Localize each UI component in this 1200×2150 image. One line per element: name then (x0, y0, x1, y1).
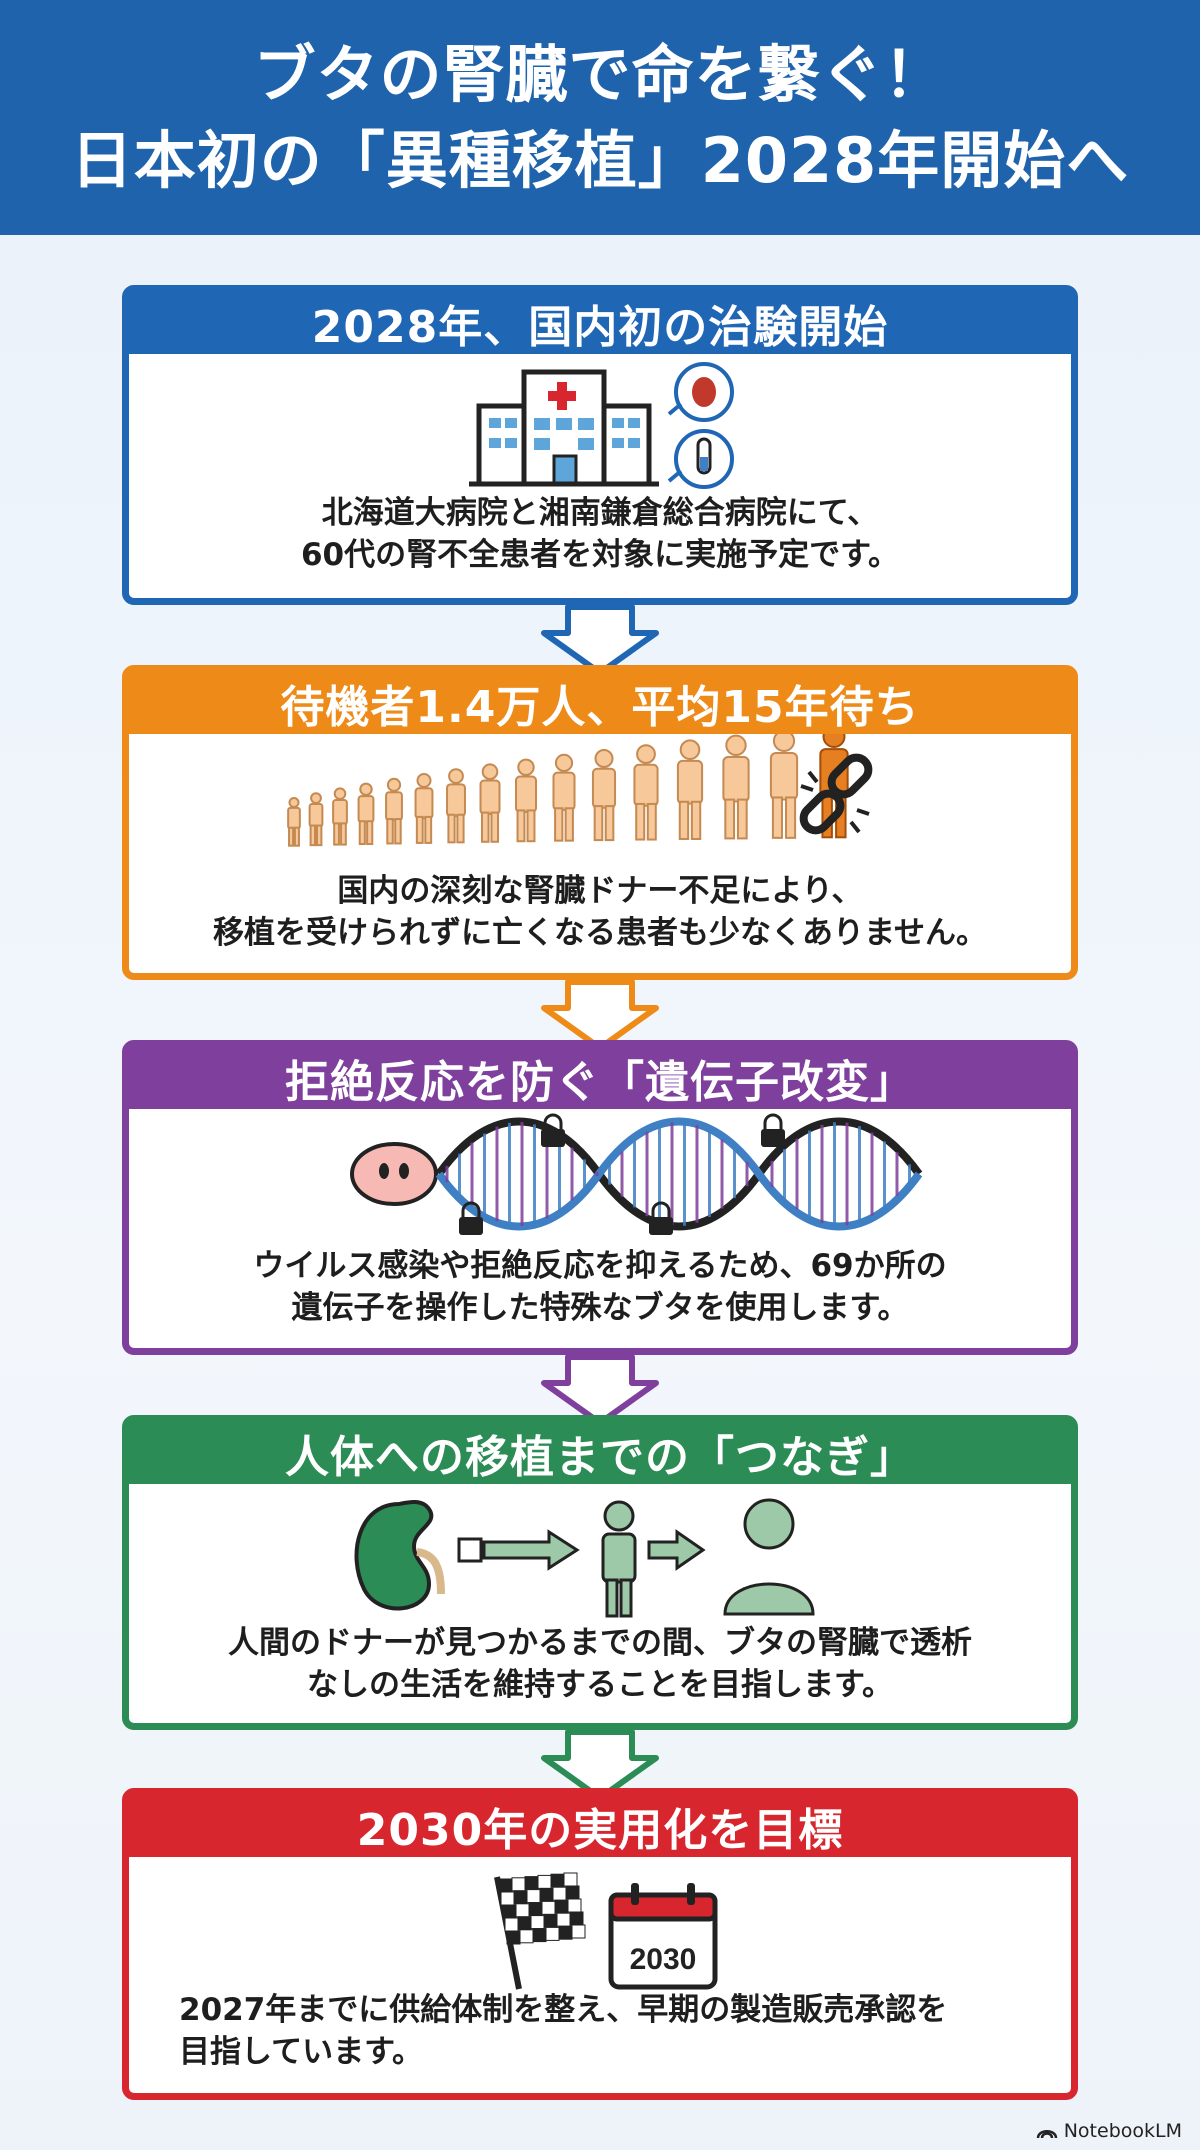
section-text-line2: 60代の腎不全患者を対象に実施予定です。 (300, 537, 900, 573)
section-heading: 待機者1.4万人、平均15年待ち (129, 672, 1071, 734)
person-icon (414, 773, 434, 844)
hospital-illustration (469, 362, 734, 489)
section-trial-start: 2028年、国内初の治験開始 (122, 285, 1078, 605)
down-arrow-icon (541, 1355, 659, 1425)
person-icon (722, 734, 750, 840)
section-text-line2: なしの生活を維持することを目指します。 (307, 1667, 893, 1703)
arrow-icon (647, 1529, 706, 1571)
person-icon (769, 734, 799, 839)
people-queue-icon (287, 734, 849, 847)
person-icon (446, 768, 466, 844)
test-tube-icon (667, 429, 734, 489)
person-icon (601, 1500, 637, 1618)
person-icon (676, 739, 704, 840)
down-arrow-icon (541, 605, 659, 675)
page-title-line1: ブタの腎臓で命を繋ぐ！ (253, 37, 947, 111)
section-text-line2: 遺伝子を操作した特殊なブタを使用します。 (291, 1290, 909, 1326)
notebooklm-logo-icon (1036, 2130, 1057, 2139)
person-icon (552, 753, 576, 842)
dna-icon (435, 1117, 923, 1231)
broken-chain-icon (799, 753, 873, 835)
section-text-line1: 2027年までに供給体制を整え、早期の製造販売承認を (179, 1992, 948, 2028)
person-icon (357, 782, 375, 846)
kidney-icon (667, 362, 734, 422)
calendar-icon: 2030 (608, 1883, 718, 1990)
person-icon (308, 792, 324, 847)
arrow-icon (457, 1529, 580, 1571)
section-heading: 人体への移植までの「つなぎ」 (129, 1422, 1071, 1484)
section-text-line2: 移植を受けられずに亡くなる患者も少なくありません。 (212, 915, 988, 951)
footer-brand: NotebookLM (1036, 2120, 1182, 2142)
page-title-line2: 日本初の「異種移植」2028年開始へ (70, 123, 1130, 197)
section-2030-goal: 2030年の実用化を目標 2030 2027年までに供給体制を整え、早期の製造販… (122, 1788, 1078, 2100)
section-text-line1: 国内の深刻な腎臓ドナー不足により、 (337, 873, 863, 909)
person-icon (332, 787, 348, 846)
section-text-line2: 目指しています。 (179, 2034, 423, 2070)
down-arrow-icon (541, 980, 659, 1050)
goal-illustration: 2030 (494, 1872, 718, 1990)
section-heading: 拒絶反応を防ぐ「遺伝子改変」 (129, 1047, 1071, 1109)
section-waiting-list: 待機者1.4万人、平均15年待ち 国内の深刻な腎臓ドナー不足により、 移植を受け… (122, 665, 1078, 980)
section-text-line1: 人間のドナーが見つかるまでの間、ブタの腎臓で透析 (228, 1625, 972, 1661)
page-header: ブタの腎臓で命を繋ぐ！ 日本初の「異種移植」2028年開始へ (0, 0, 1200, 235)
bridge-illustration (354, 1498, 815, 1618)
person-icon (479, 763, 501, 843)
person-icon (633, 744, 659, 841)
dna-illustration (350, 1113, 923, 1235)
footer-brand-label: NotebookLM (1063, 2120, 1182, 2142)
section-gene-editing: 拒絶反応を防ぐ「遺伝子改変」 ウイルス感染や拒絶反応を抑えるため、69か所の 遺… (122, 1040, 1078, 1355)
section-heading: 2028年、国内初の治験開始 (129, 292, 1071, 354)
down-arrow-icon (541, 1730, 659, 1800)
section-text-line1: 北海道大病院と湘南鎌倉総合病院にて、 (321, 495, 879, 531)
person-icon (591, 749, 617, 842)
person-icon (723, 1498, 815, 1616)
person-icon (287, 797, 301, 847)
person-icon (385, 777, 403, 845)
section-text-line1: ウイルス感染や拒絶反応を抑えるため、69か所の (253, 1248, 947, 1284)
lock-icon (459, 1113, 785, 1235)
pig-icon (350, 1142, 438, 1206)
section-heading: 2030年の実用化を目標 (129, 1795, 1071, 1857)
section-bridge: 人体への移植までの「つなぎ」 (122, 1415, 1078, 1730)
hospital-icon (469, 369, 659, 487)
person-icon (514, 758, 538, 843)
calendar-year: 2030 (630, 1943, 697, 1976)
kidney-icon (354, 1500, 445, 1611)
queue-illustration (287, 734, 873, 847)
checkered-flag-icon (494, 1872, 586, 1990)
